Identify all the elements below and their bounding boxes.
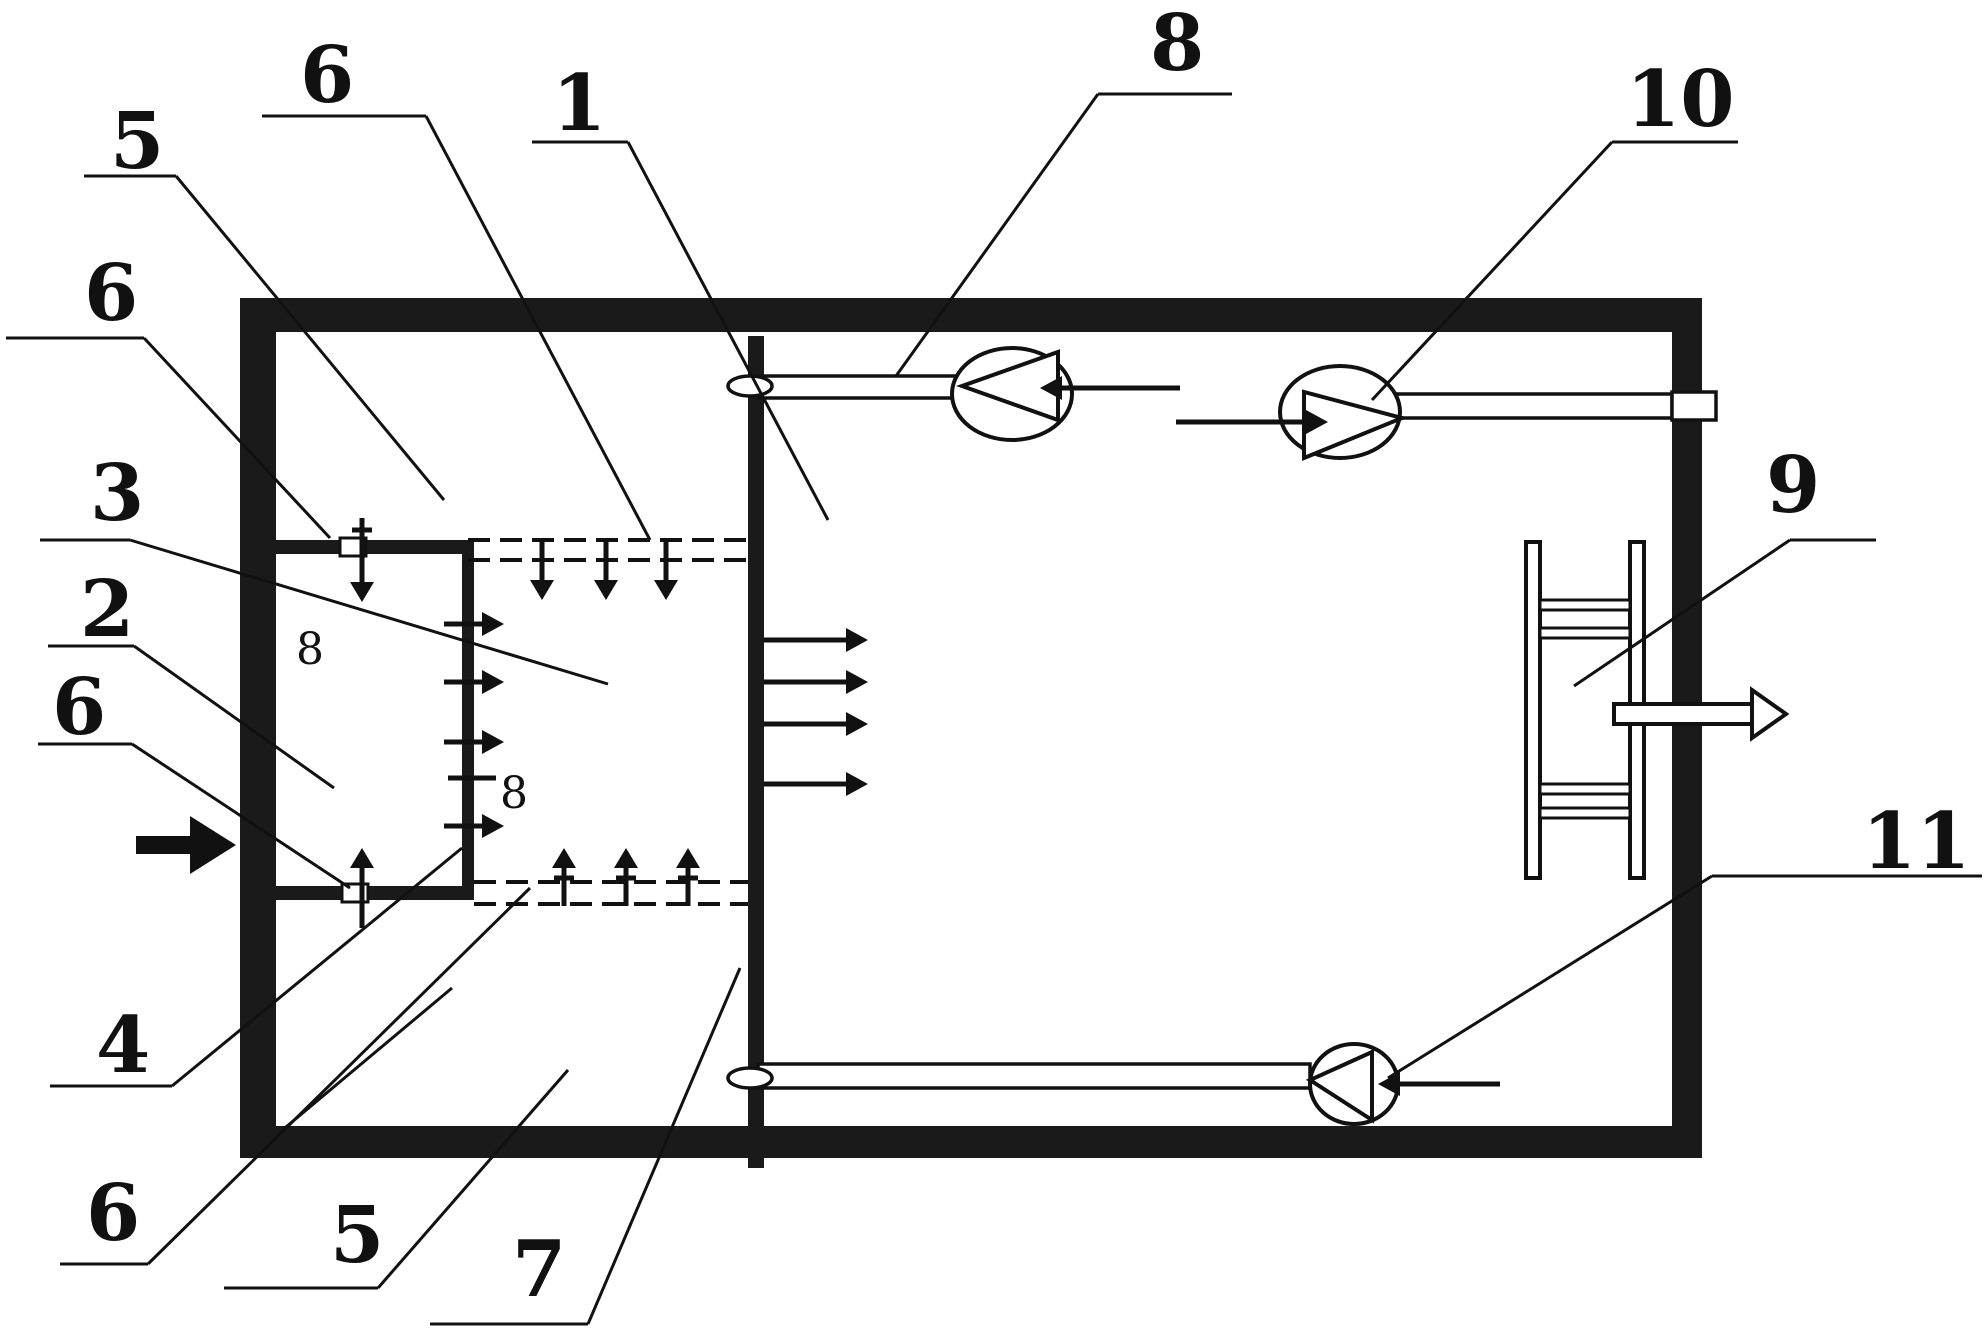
mark-8-upper: 8	[296, 624, 324, 675]
label-11: 11	[1862, 796, 1971, 887]
inner-vertical-wall	[462, 540, 474, 900]
inner-chamber	[276, 536, 748, 906]
pump-11-pipe	[756, 1062, 1312, 1090]
label-4: 4	[96, 1000, 150, 1091]
label-5-top: 5	[110, 96, 164, 187]
pipe-inlet-mouth-lower	[726, 1066, 774, 1090]
down-arrow	[594, 540, 618, 600]
outer-wall-right	[1672, 298, 1702, 1158]
label-7: 7	[512, 1224, 566, 1315]
outer-wall-top	[240, 298, 1702, 332]
outer-tank	[240, 298, 1702, 1158]
down-arrow	[530, 540, 554, 600]
partition-wall	[748, 336, 764, 1168]
leader-lines	[6, 92, 1982, 1326]
pump-11-triangle	[1305, 1048, 1374, 1124]
label-9: 9	[1766, 440, 1820, 531]
up-arrow	[614, 848, 638, 906]
label-2: 2	[80, 564, 134, 655]
right-arrow	[764, 772, 868, 796]
label-6-left-lower: 6	[52, 662, 106, 753]
rack-rung-4	[1538, 806, 1632, 820]
pump-10-assembly	[1176, 364, 1718, 461]
right-arrow	[764, 712, 868, 736]
lower-plate-solid	[276, 886, 468, 900]
label-6-bottom: 6	[86, 1168, 140, 1259]
inlet-arrow	[136, 816, 236, 874]
rack-rung-1	[1538, 598, 1632, 612]
up-arrow	[552, 848, 576, 906]
pump-10-triangle	[1302, 389, 1409, 461]
down-arrow	[654, 540, 678, 600]
component-9-rack	[1524, 540, 1790, 880]
outlet-pipe	[1612, 702, 1756, 726]
right-arrow	[764, 628, 868, 652]
right-arrow	[444, 612, 504, 636]
pipe-inlet-mouth	[726, 374, 774, 398]
label-6-left-upper: 6	[84, 248, 138, 339]
right-arrow	[444, 730, 504, 754]
rack-rung-3	[1538, 782, 1632, 796]
label-1: 1	[552, 58, 606, 149]
upper-plate-solid	[276, 540, 468, 554]
pump-8-assembly	[726, 346, 1180, 442]
pump-11-assembly	[726, 1042, 1500, 1126]
label-5-bottom: 5	[330, 1190, 384, 1281]
label-6-top-center: 6	[300, 30, 354, 121]
rack-left-post	[1524, 540, 1542, 880]
outlet-arrow-head	[1750, 686, 1790, 742]
pump-10-pipe-end	[1670, 390, 1718, 422]
upper-flow-arrows	[350, 518, 678, 602]
number-labels: 6 1 8 5 10 6 3 9 2 6 11 4 6 5 7 8 8	[52, 0, 1971, 1315]
down-arrow	[350, 518, 374, 602]
pump-10-pipe	[1388, 392, 1674, 420]
right-arrow	[444, 814, 504, 838]
outer-wall-bottom	[240, 1126, 1702, 1158]
up-arrow	[676, 848, 700, 906]
label-8: 8	[1150, 0, 1204, 89]
mark-8-lower: 8	[500, 768, 528, 819]
lower-flow-arrows	[350, 848, 700, 928]
up-arrow	[350, 848, 374, 928]
label-10: 10	[1626, 54, 1735, 145]
label-3: 3	[90, 448, 144, 539]
inner-wall-arrows	[444, 612, 504, 838]
right-arrow	[764, 670, 868, 694]
outer-wall-left	[240, 298, 276, 1158]
pump-8-pipe	[756, 374, 966, 400]
right-arrow	[444, 670, 504, 694]
partition-outflow-arrows	[764, 628, 868, 796]
rack-rung-2	[1538, 626, 1632, 640]
